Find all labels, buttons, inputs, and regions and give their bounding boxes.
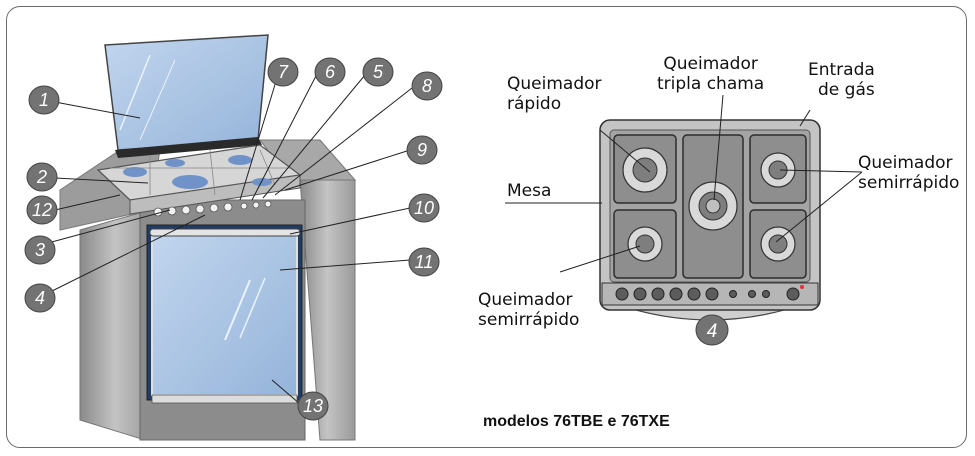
- callout-number: 3: [35, 240, 45, 260]
- callout-number: 4: [707, 321, 718, 342]
- callout-circle: [267, 57, 299, 87]
- callout-number: 9: [417, 140, 427, 160]
- callout-number: 13: [303, 396, 323, 416]
- figure-frame: [6, 6, 967, 448]
- callout-number: 10: [414, 198, 434, 218]
- callout-circle: [314, 57, 346, 87]
- callout-number: 11: [415, 252, 434, 272]
- callout-circle: [297, 391, 329, 421]
- callout-8: 8: [411, 71, 443, 101]
- callout-3: 3: [24, 235, 56, 265]
- callout-circle: [406, 135, 438, 165]
- callout-number: 8: [422, 76, 432, 96]
- cooktop-top-view: [599, 119, 821, 321]
- callout-2: 2: [26, 162, 58, 192]
- callout-6: 6: [314, 57, 346, 87]
- callout-number: 12: [32, 200, 52, 220]
- leader-lines-right: [505, 94, 863, 273]
- callout-number: 6: [325, 62, 336, 82]
- callout-number: 2: [36, 167, 47, 187]
- callout-9: 9: [406, 135, 438, 165]
- label-queimador-tripla: Queimador tripla chama: [657, 54, 764, 94]
- label-line: Queimador: [858, 153, 953, 173]
- model-caption: modelos 76TBE e 76TXE: [483, 413, 670, 430]
- callout-number: 4: [35, 288, 45, 308]
- leader-lines-left: [47, 67, 413, 405]
- callout-circle: [28, 85, 60, 115]
- label-line: Queimador: [478, 290, 573, 310]
- callout-5: 5: [362, 57, 394, 87]
- label-queimador-rapido: Queimador rápido: [507, 74, 602, 114]
- callout-circle: [408, 193, 440, 223]
- callout-number: 1: [39, 90, 49, 110]
- label-line: semirrápido: [478, 310, 580, 330]
- callout-circle: [26, 195, 58, 225]
- callout-13: 13: [297, 391, 329, 421]
- callout-12: 12: [26, 195, 58, 225]
- callout-circle: [24, 283, 56, 313]
- label-line: rápido: [507, 94, 562, 114]
- label-line: Entrada: [808, 60, 875, 80]
- callout-11: 11: [408, 247, 440, 277]
- callout-4: 4: [24, 283, 56, 313]
- callout-7: 7: [267, 57, 299, 87]
- callout-number: 5: [373, 62, 384, 82]
- cooktop-3d: [96, 144, 302, 217]
- callout-10: 10: [408, 193, 440, 223]
- label-queimador-semirrapido-right: Queimador semirrápido: [858, 153, 959, 193]
- callout-circle: [695, 314, 729, 346]
- callout-cooktop-4: 4: [695, 314, 729, 346]
- label-queimador-semirrapido-left: Queimador semirrápido: [478, 290, 579, 330]
- label-line: semirrápido: [858, 173, 960, 193]
- callout-1: 1: [28, 85, 60, 115]
- callout-circle: [411, 71, 443, 101]
- label-line: Queimador: [507, 74, 602, 94]
- callout-circle: [362, 57, 394, 87]
- label-line: tripla chama: [657, 74, 765, 94]
- oven-door: [146, 224, 303, 404]
- callout-circle: [24, 235, 56, 265]
- callout-number: 7: [278, 62, 289, 82]
- label-line: Queimador: [663, 54, 758, 74]
- callout-circle: [26, 162, 58, 192]
- label-mesa: Mesa: [507, 181, 552, 201]
- label-entrada-gas: Entrada de gás: [808, 60, 875, 100]
- label-line: de gás: [818, 80, 875, 100]
- callout-circle: [408, 247, 440, 277]
